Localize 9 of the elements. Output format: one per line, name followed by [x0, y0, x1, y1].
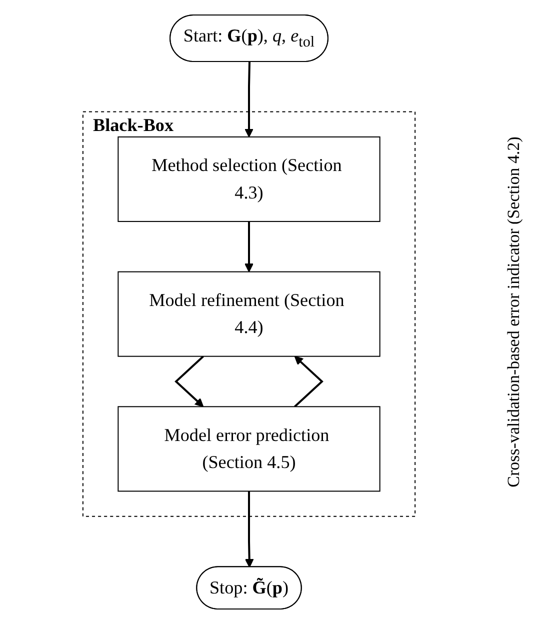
arrow [244, 220, 254, 272]
arrow [174, 355, 204, 407]
node-box: Model error prediction (Section 4.5) [118, 406, 380, 492]
node-box: Model refinement (Section 4.4) [118, 270, 380, 356]
arrow [294, 355, 324, 407]
arrow [244, 490, 254, 568]
side-label: Cross-validation-based error indicator (Section 4.2) [504, 135, 524, 489]
arrow [244, 61, 254, 137]
node-box: Method selection (Section 4.3) [118, 136, 380, 222]
